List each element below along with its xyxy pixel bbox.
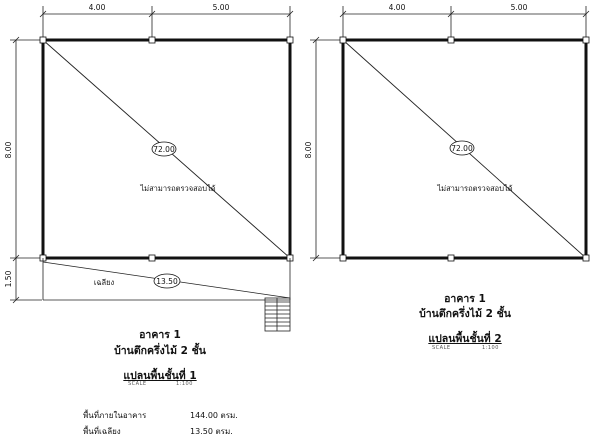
- plan-1-left-dimension: [10, 36, 42, 304]
- plan-1-dim-height: 8.00: [4, 141, 13, 158]
- plan-1-subtitle: บ้านตึกครึ่งไม้ 2 ชั้น: [114, 345, 206, 357]
- plan-1: 4.00 5.00 8.00 1.50 72.00 ไม่ส: [4, 3, 294, 332]
- plan-1-veranda-area-tag: [153, 273, 181, 289]
- plan-2-columns: [339, 36, 590, 262]
- plan-2-plan-label: แปลนพื้นชั้นที่ 2: [428, 333, 502, 345]
- plan-2-top-dimension: [339, 6, 590, 38]
- plan-1-plan-label: แปลนพื้นชั้นที่ 1: [123, 370, 197, 382]
- plan-2-dim-right-top: 5.00: [511, 3, 528, 12]
- plan-1-note: ไม่สามารถตรวจสอบได้: [139, 184, 215, 193]
- plan-1-area-row-1-label: พื้นที่ภายในอาคาร: [83, 411, 147, 420]
- plan-2: 4.00 5.00 8.00 72.00 ไม่สามารถตรวจสอบได้: [304, 3, 590, 262]
- plan-1-outline: [41, 38, 292, 260]
- plan-2-subtitle: บ้านตึกครึ่งไม้ 2 ชั้น: [419, 308, 511, 320]
- plan-1-title: อาคาร 1: [139, 329, 181, 341]
- plan-1-stairs: [264, 297, 291, 332]
- plan-2-area-value: 72.00: [451, 144, 473, 153]
- plan-2-title: อาคาร 1: [444, 293, 486, 305]
- plan-1-dim-right-top: 5.00: [213, 3, 230, 12]
- plan-2-scale-value: 1:100: [482, 345, 499, 351]
- plan-1-area-tag: [151, 141, 177, 157]
- plan-1-dim-extension: 1.50: [4, 270, 13, 287]
- plan-2-dim-height: 8.00: [304, 141, 313, 158]
- plan-2-left-dimension: [310, 36, 342, 262]
- plan-2-area-tag: [449, 140, 475, 156]
- plan-1-veranda-area-value: 13.50: [156, 277, 178, 286]
- plan-2-dim-left-top: 4.00: [389, 3, 406, 12]
- plan-1-area-value: 72.00: [153, 145, 175, 154]
- plan-1-top-dimension: [39, 6, 294, 38]
- plan-1-dim-left-top: 4.00: [89, 3, 106, 12]
- plan-1-scale-value: 1:100: [176, 381, 193, 387]
- plan-1-area-row-2-value: 13.50 ตรม.: [190, 427, 233, 436]
- plan-2-outline: [341, 38, 588, 260]
- plan-2-scale-label: SCALE: [432, 345, 451, 351]
- plan-1-scale-label: SCALE: [128, 381, 147, 387]
- plan-1-veranda-label: เฉลียง: [94, 278, 115, 287]
- plan-2-note: ไม่สามารถตรวจสอบได้: [436, 184, 512, 193]
- plan-1-area-row-1-value: 144.00 ตรม.: [190, 411, 238, 420]
- plan-1-area-row-2-label: พื้นที่เฉลียง: [83, 427, 121, 436]
